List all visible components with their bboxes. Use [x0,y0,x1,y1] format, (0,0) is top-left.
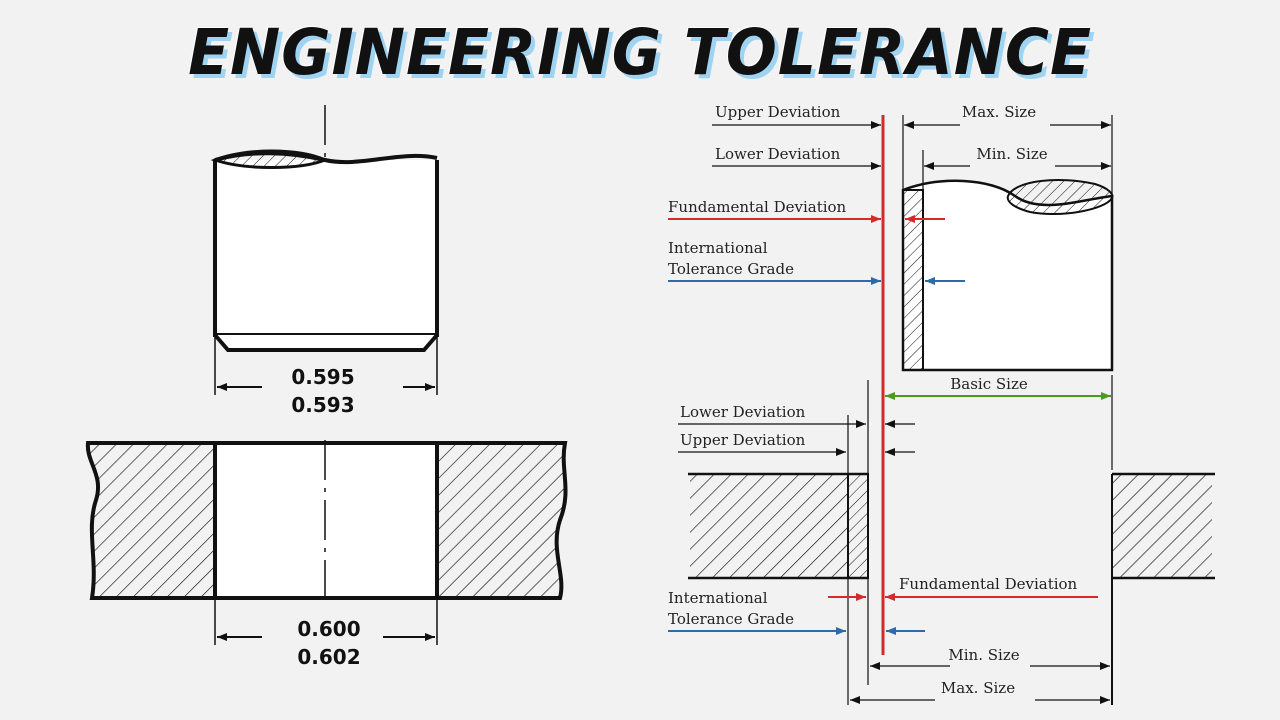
basic-size-label: Basic Size [950,375,1028,393]
hole-drawing [85,440,568,645]
shaft-deviation-diagram [668,115,1114,372]
hole-dim-lower: 0.602 [297,645,360,669]
shaft-lower-deviation-label: Lower Deviation [715,145,841,163]
shaft-max-size-label: Max. Size [962,103,1036,121]
hole-dim-upper: 0.600 [297,617,360,641]
hole-upper-deviation-label: Upper Deviation [680,431,806,449]
shaft-itg-label-line1: International [668,239,768,257]
hole-min-size-label: Min. Size [948,646,1019,664]
shaft-upper-deviation-label: Upper Deviation [715,103,841,121]
hole-max-size-label: Max. Size [941,679,1015,697]
hole-deviation-diagram [668,420,1215,705]
hole-fundamental-deviation-label: Fundamental Deviation [899,575,1078,593]
hole-itg-label-line2: Tolerance Grade [668,610,794,628]
basic-size-dimension [885,375,1113,470]
shaft-drawing [210,105,439,395]
hole-itg-label-line1: International [668,589,768,607]
shaft-dim-upper: 0.595 [291,365,354,389]
shaft-min-size-label: Min. Size [976,145,1047,163]
shaft-itg-label-line2: Tolerance Grade [668,260,794,278]
hole-lower-deviation-label: Lower Deviation [680,403,806,421]
page-title: ENGINEERING TOLERANCE [188,16,1092,90]
shaft-dim-lower: 0.593 [291,393,354,417]
shaft-fundamental-deviation-label: Fundamental Deviation [668,198,847,216]
